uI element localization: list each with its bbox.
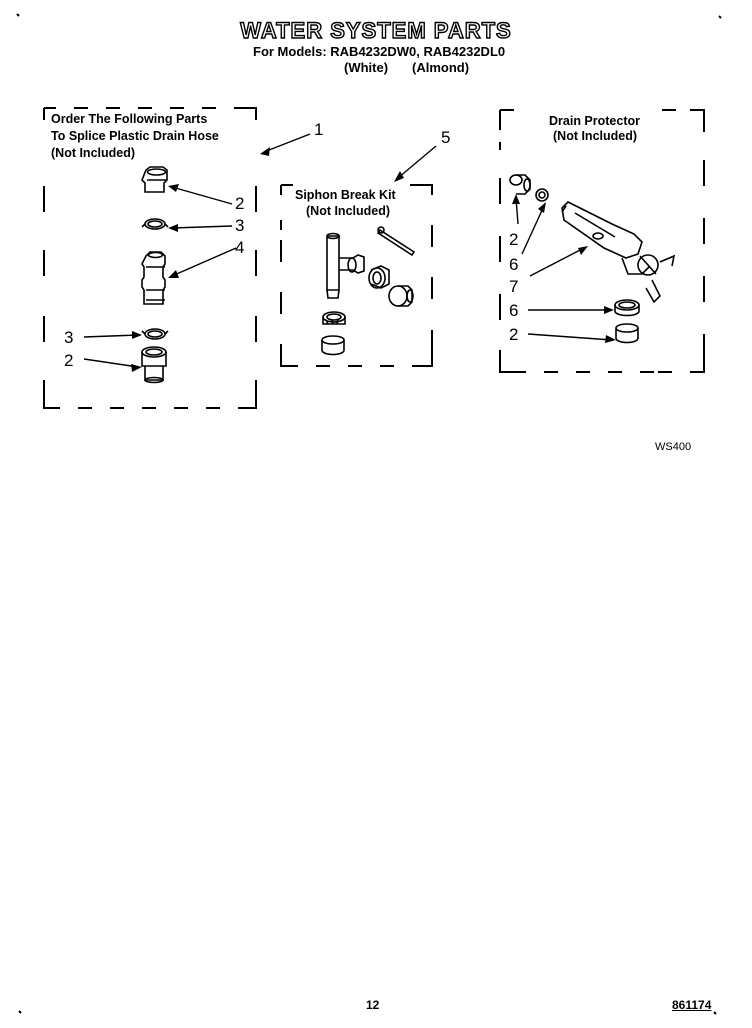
callout-drain-2-bottom: 2 <box>509 325 519 344</box>
diagram-code: WS400 <box>655 441 692 453</box>
splice-coupling-top <box>141 166 168 193</box>
siphon-tee <box>326 232 365 299</box>
splice-box-line3: (Not Included) <box>51 146 136 160</box>
splice-coupling-bottom <box>141 346 167 384</box>
callout-5: 5 <box>441 128 451 147</box>
callout-3-bottom: 3 <box>64 328 74 347</box>
drain-cap <box>509 174 531 195</box>
siphon-pin <box>376 226 416 257</box>
leader-lines <box>83 133 613 368</box>
doc-number: 861174 <box>672 998 712 1012</box>
page-title: WATER SYSTEM PARTS <box>240 17 512 43</box>
color-white: (White) <box>344 60 389 75</box>
siphon-grommet <box>322 311 346 325</box>
splice-box-line2: To Splice Plastic Drain Hose <box>51 129 219 143</box>
callout-drain-2-top: 2 <box>509 230 519 249</box>
callout-drain-7: 7 <box>509 277 519 296</box>
splice-clamp-bottom <box>141 328 169 340</box>
drain-box-line1: Drain Protector <box>549 114 640 128</box>
drain-ring <box>535 188 549 202</box>
models-line: For Models: RAB4232DW0, RAB4232DL0 <box>253 44 506 59</box>
siphon-fitting <box>388 285 414 307</box>
callout-2-top: 2 <box>235 194 245 213</box>
callout-4: 4 <box>235 238 245 257</box>
siphon-box-line2: (Not Included) <box>306 204 391 218</box>
siphon-nut <box>368 265 390 289</box>
splice-connector <box>141 251 166 305</box>
siphon-box <box>280 184 433 367</box>
drain-bottom-cap <box>615 323 639 344</box>
callout-drain-6-top: 6 <box>509 255 519 274</box>
splice-clamp-top <box>141 218 169 230</box>
callout-1: 1 <box>314 120 324 139</box>
splice-box <box>43 107 257 409</box>
arrowheads <box>131 147 616 372</box>
siphon-box-line1: Siphon Break Kit <box>295 188 396 202</box>
drain-box-line2: (Not Included) <box>553 129 638 143</box>
page-number: 12 <box>366 998 380 1012</box>
callout-drain-6-bottom: 6 <box>509 301 519 320</box>
drain-box <box>499 109 705 373</box>
splice-box-line1: Order The Following Parts <box>51 112 208 126</box>
color-almond: (Almond) <box>412 60 470 75</box>
drain-gasket <box>614 299 640 317</box>
callout-3-top: 3 <box>235 216 245 235</box>
drain-protector-body <box>561 201 676 304</box>
siphon-cap <box>321 335 345 356</box>
callout-2-bottom: 2 <box>64 351 74 370</box>
